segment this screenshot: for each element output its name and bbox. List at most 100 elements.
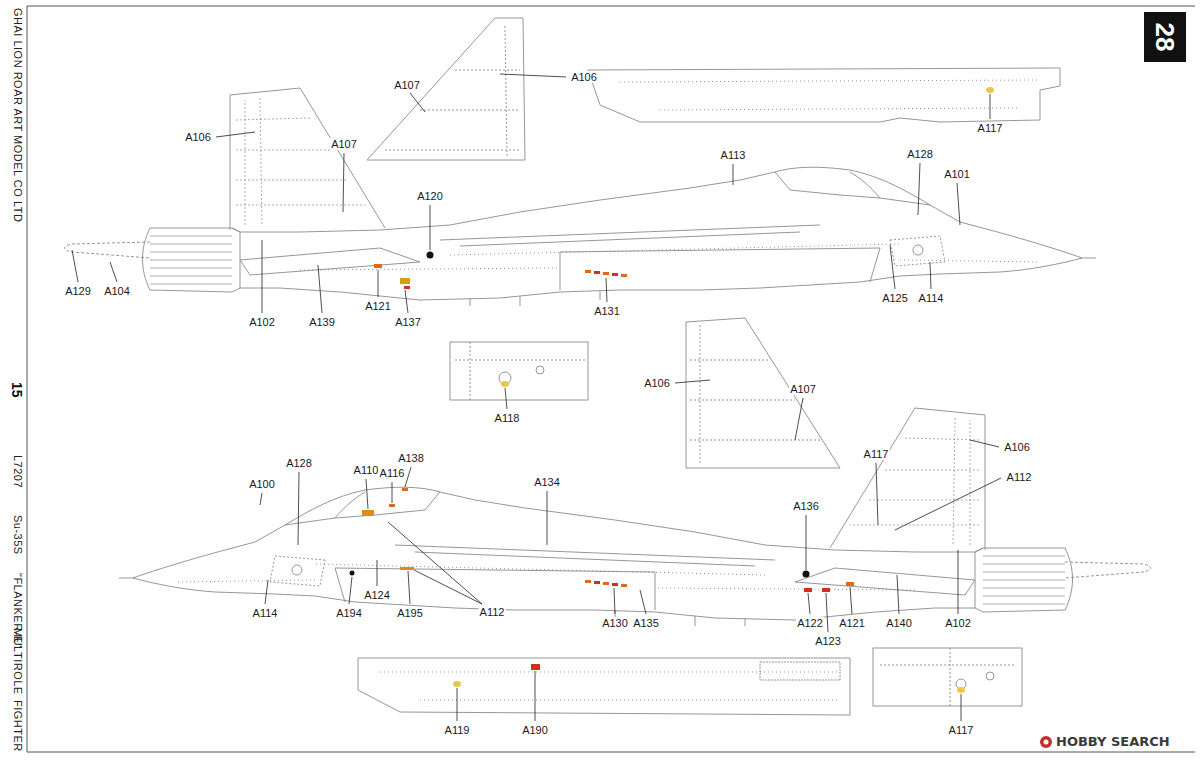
step-number: 15 xyxy=(9,382,24,398)
callout-number: A114 xyxy=(252,607,279,619)
leader-line xyxy=(808,593,810,614)
page-number: 28 xyxy=(1144,12,1186,62)
detail-view xyxy=(620,80,1040,110)
callout-number: A122 xyxy=(796,617,824,629)
callout-number: A130 xyxy=(601,617,629,629)
callout-number: A140 xyxy=(885,617,913,629)
callout-number: A117 xyxy=(977,122,1004,134)
decal-mark xyxy=(400,278,410,284)
watermark: HOBBY SEARCH xyxy=(1056,735,1170,749)
detail-view xyxy=(588,68,1060,122)
leader-line xyxy=(505,388,507,409)
leader-line xyxy=(547,491,548,545)
leader-line xyxy=(260,493,262,505)
aircraft-side-view xyxy=(119,408,1151,626)
leader-line xyxy=(349,577,352,604)
decal-mark xyxy=(594,581,600,584)
leader-line xyxy=(388,522,482,604)
leader-line xyxy=(826,593,828,632)
callout-number: A139 xyxy=(308,316,336,328)
callout-number: A116 xyxy=(379,467,406,479)
leader-line xyxy=(806,515,807,570)
callout-number: A195 xyxy=(396,607,424,619)
leader-line xyxy=(408,571,410,604)
detail-view xyxy=(760,662,840,680)
fin-view xyxy=(385,26,520,158)
leader-line xyxy=(457,688,458,721)
fin-view xyxy=(367,18,840,468)
leader-line xyxy=(850,587,852,614)
decal-mark xyxy=(603,272,609,275)
callout-number: A131 xyxy=(593,305,621,317)
fin-view xyxy=(686,318,840,468)
leader-line xyxy=(110,262,117,282)
callout-number: A124 xyxy=(363,589,391,601)
callout-number: A101 xyxy=(943,168,971,180)
fin-view xyxy=(690,325,822,465)
callout-number: A114 xyxy=(918,292,945,304)
decal-mark xyxy=(986,87,994,93)
leader-line xyxy=(405,467,411,487)
callout-number: A110 xyxy=(353,464,380,476)
side-caption: GHAI LION ROAR ART MODEL CO LTD xyxy=(11,8,24,222)
aircraft-side-view xyxy=(65,88,1097,306)
fin-view xyxy=(367,18,525,160)
callout-number: A121 xyxy=(364,300,392,312)
leader-line xyxy=(216,132,255,137)
leader-line xyxy=(410,93,425,112)
decal-mark xyxy=(822,588,830,592)
callout-number: A117 xyxy=(948,724,975,736)
decal-mark xyxy=(362,510,374,516)
callout-number: A128 xyxy=(906,148,934,160)
detail-view xyxy=(873,648,1022,706)
detail-view xyxy=(536,366,544,374)
callout-number: A123 xyxy=(814,635,842,647)
callout-number: A112 xyxy=(1006,471,1033,483)
callout-number: A119 xyxy=(444,724,471,736)
detail-view xyxy=(880,648,1015,706)
leader-line xyxy=(535,671,536,721)
detail-view xyxy=(380,672,840,700)
callout-number: A106 xyxy=(1003,441,1031,453)
decal-mark xyxy=(389,504,395,507)
callout-number: A118 xyxy=(494,412,521,424)
callout-number: A134 xyxy=(533,476,561,488)
decal-mark xyxy=(594,271,600,274)
leader-line xyxy=(343,153,344,212)
callout-number: A106 xyxy=(643,377,671,389)
detail-view xyxy=(450,342,588,400)
leader-line xyxy=(795,398,803,440)
decal-mark xyxy=(804,588,812,592)
callout-number: A102 xyxy=(248,316,276,328)
leader-line xyxy=(895,478,1001,530)
detail-view xyxy=(455,342,585,400)
decal-mark xyxy=(585,270,591,273)
leader-line xyxy=(318,265,322,313)
callout-number: A190 xyxy=(521,724,549,736)
callout-number: A107 xyxy=(789,383,817,395)
leader-line xyxy=(897,575,899,614)
leader-line xyxy=(733,164,734,185)
side-caption: L7207 xyxy=(11,455,24,488)
leader-line xyxy=(918,163,920,215)
decal-mark xyxy=(404,286,410,289)
leader-line xyxy=(614,588,615,614)
leader-line xyxy=(957,183,960,225)
leader-line xyxy=(377,560,378,586)
decal-mark xyxy=(846,582,854,586)
leader-line xyxy=(262,240,263,313)
decal-mark xyxy=(612,583,618,586)
callout-number: A107 xyxy=(393,79,421,91)
leader-line xyxy=(500,74,566,77)
callout-number: A120 xyxy=(416,190,444,202)
detail-view xyxy=(358,68,1060,715)
callout-number: A106 xyxy=(184,131,212,143)
leader-line xyxy=(930,262,931,289)
callout-number: A102 xyxy=(944,617,972,629)
leader-line xyxy=(430,205,431,250)
decal-mark xyxy=(585,580,591,583)
decal-mark xyxy=(531,664,540,670)
leader-line xyxy=(961,694,962,721)
watermark-logo xyxy=(1040,736,1052,748)
decal-mark xyxy=(501,381,509,387)
